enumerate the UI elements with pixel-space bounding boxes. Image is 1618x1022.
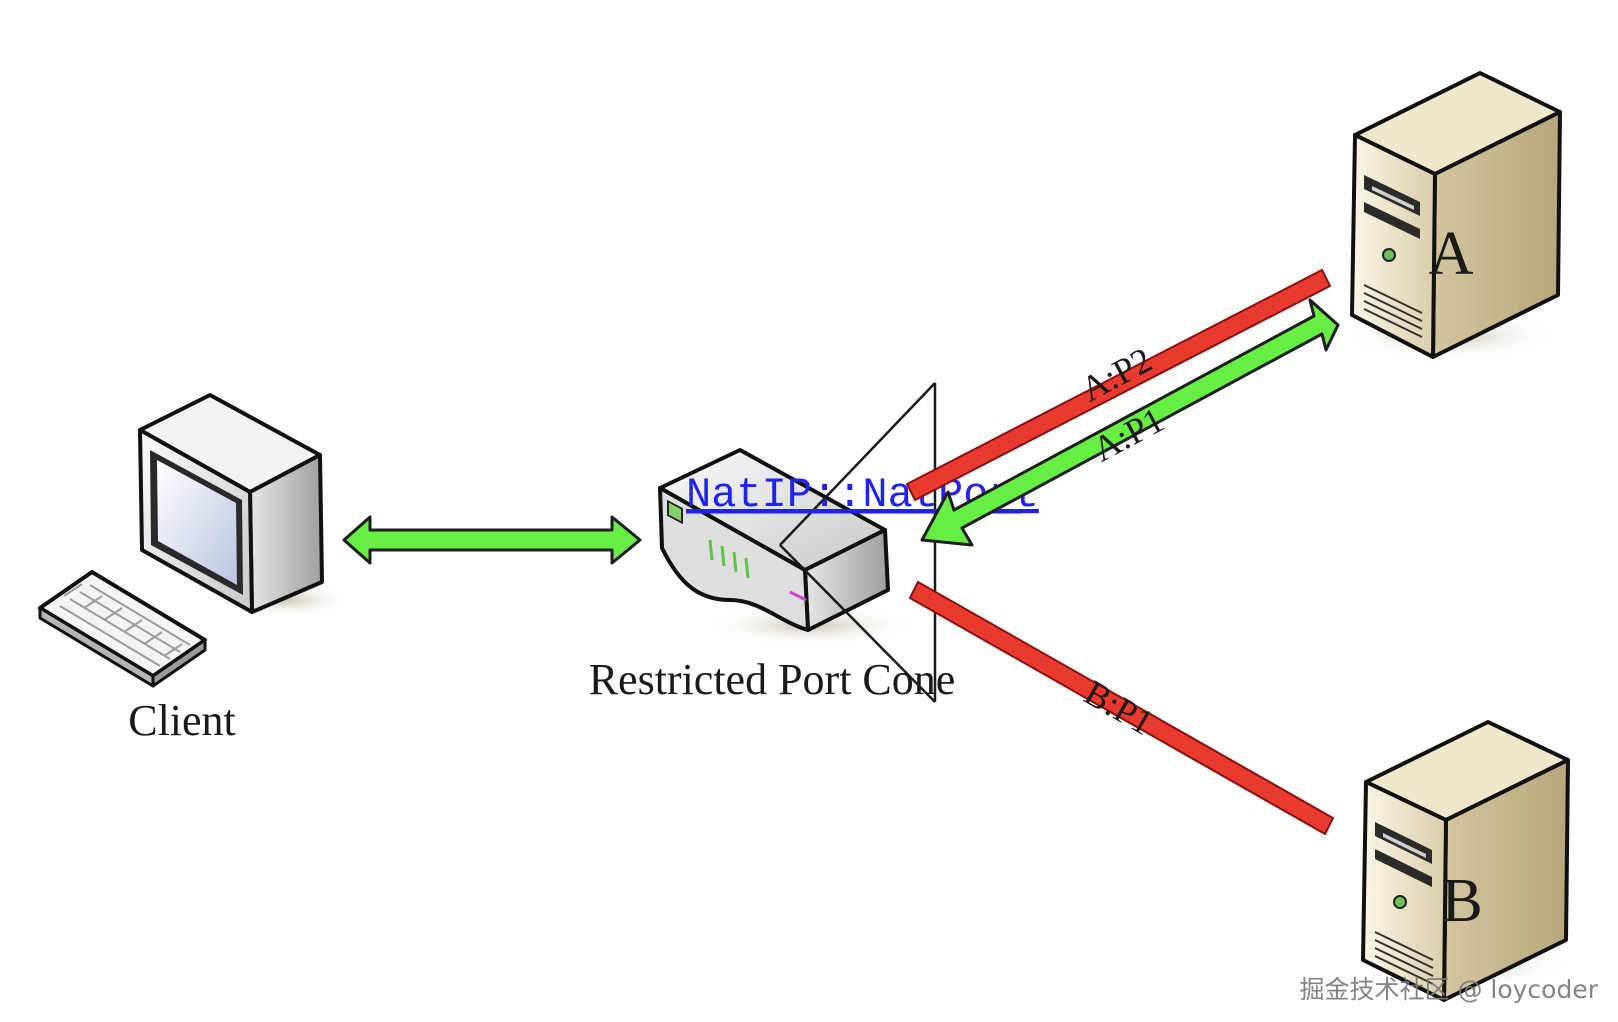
client-label: Client — [128, 696, 236, 745]
a-p2-label: A:P2 — [1074, 339, 1158, 409]
server-a-label: A — [1429, 220, 1474, 288]
server-a-icon — [1340, 71, 1562, 363]
client-computer-icon — [38, 393, 355, 688]
nat-router-icon — [658, 448, 920, 647]
nat-label: Restricted Port Cone — [589, 655, 956, 704]
client-nat-arrow — [342, 515, 642, 565]
b-p1-band — [908, 580, 1335, 836]
server-b-icon — [1355, 720, 1575, 1002]
a-p2-band — [905, 268, 1332, 502]
watermark: 掘金技术社区 @ loycoder — [1299, 975, 1599, 1004]
a-p1-arrow — [920, 298, 1340, 547]
server-b-label: B — [1441, 867, 1482, 935]
